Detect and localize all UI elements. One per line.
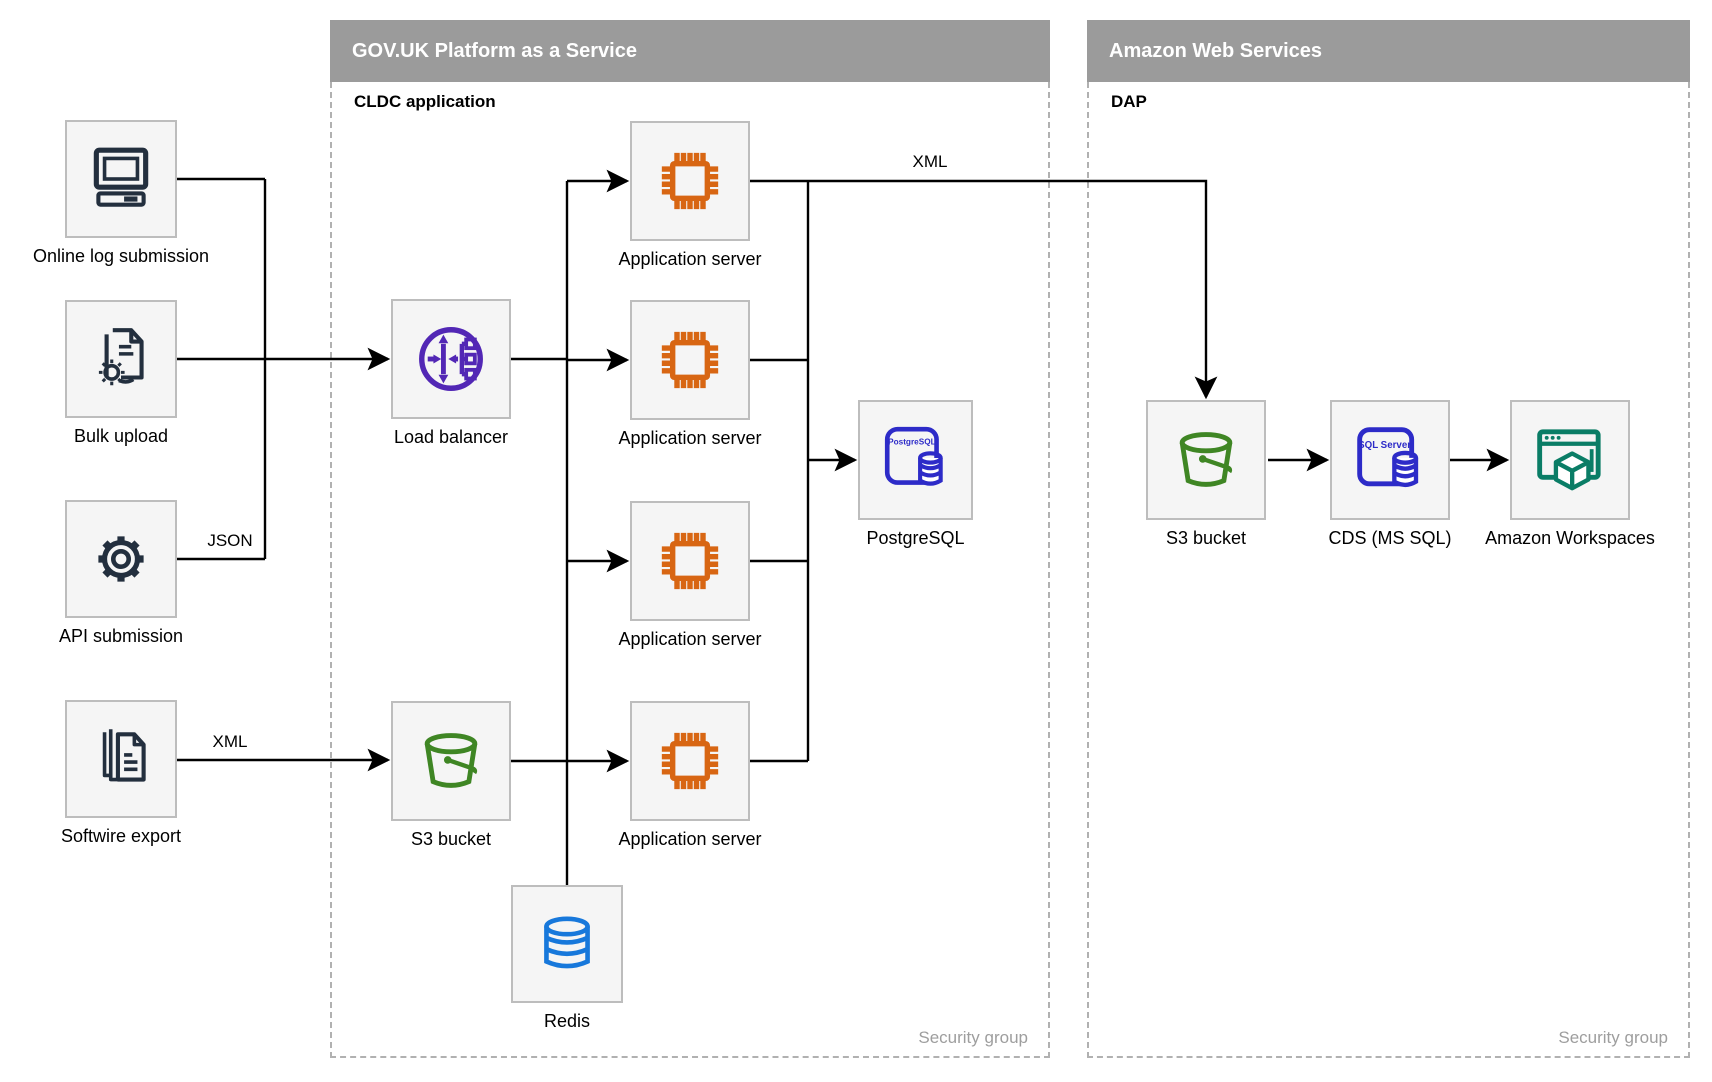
node-amazon-workspaces[interactable] bbox=[1510, 400, 1630, 520]
s3-bucket-aws-label: S3 bucket bbox=[1165, 528, 1247, 548]
app-server-2-label: Application server bbox=[618, 428, 762, 448]
node-app-server-1[interactable] bbox=[630, 121, 750, 241]
s3-bucket-icon bbox=[1167, 421, 1245, 499]
bulk-upload-label: Bulk upload bbox=[73, 426, 169, 446]
amazon-workspaces-label: Amazon Workspaces bbox=[1485, 528, 1655, 548]
online-log-submission-label: Online log submission bbox=[32, 246, 210, 266]
sql-server-icon-text: SQL Server bbox=[1358, 440, 1411, 451]
sql-server-icon: SQL Server bbox=[1351, 421, 1429, 499]
node-app-server-4[interactable] bbox=[630, 701, 750, 821]
api-submission-label: API submission bbox=[58, 626, 184, 646]
chip-icon bbox=[651, 142, 729, 220]
app-server-3-label: Application server bbox=[618, 629, 762, 649]
node-api-submission[interactable] bbox=[65, 500, 177, 618]
aws-security-group-label: Security group bbox=[1558, 1028, 1668, 1047]
govuk-paas-header-title: GOV.UK Platform as a Service bbox=[330, 20, 1050, 82]
redis-label: Redis bbox=[543, 1011, 591, 1031]
node-bulk-upload[interactable] bbox=[65, 300, 177, 418]
node-postgresql[interactable]: PostgreSQL bbox=[858, 400, 973, 520]
cds-mssql-label: CDS (MS SQL) bbox=[1328, 528, 1452, 548]
s3-bucket-icon bbox=[412, 722, 490, 800]
chip-icon bbox=[651, 522, 729, 600]
node-s3-bucket-paas[interactable] bbox=[391, 701, 511, 821]
desktop-computer-icon bbox=[84, 142, 158, 216]
govuk-paas-sublabel: CLDC application bbox=[354, 92, 496, 111]
chip-icon bbox=[651, 321, 729, 399]
edge-label-api-to-merge: JSON bbox=[207, 531, 253, 550]
node-online-log-submission[interactable] bbox=[65, 120, 177, 238]
aws-header-title: Amazon Web Services bbox=[1087, 20, 1690, 82]
edge-label-app-server-1-to-aws-s3: XML bbox=[912, 152, 948, 171]
node-s3-bucket-aws[interactable] bbox=[1146, 400, 1266, 520]
postgresql-label: PostgreSQL bbox=[866, 528, 965, 548]
postgresql-icon: PostgreSQL bbox=[879, 423, 953, 497]
node-redis[interactable] bbox=[511, 885, 623, 1003]
aws-body: DAP Security group bbox=[1087, 82, 1690, 1058]
load-balancer-label: Load balancer bbox=[393, 427, 509, 447]
node-app-server-3[interactable] bbox=[630, 501, 750, 621]
documents-stack-icon bbox=[84, 722, 158, 796]
workspaces-icon bbox=[1531, 421, 1609, 499]
softwire-export-label: Softwire export bbox=[60, 826, 182, 846]
chip-icon bbox=[651, 722, 729, 800]
gear-icon bbox=[84, 522, 158, 596]
govuk-paas-security-group-label: Security group bbox=[918, 1028, 1028, 1047]
node-load-balancer[interactable] bbox=[391, 299, 511, 419]
edge-label-softwire-to-s3-bucket: XML bbox=[212, 732, 248, 751]
s3-bucket-paas-label: S3 bucket bbox=[410, 829, 492, 849]
postgresql-icon-text: PostgreSQL bbox=[888, 438, 936, 447]
aws-sublabel: DAP bbox=[1111, 92, 1147, 111]
node-app-server-2[interactable] bbox=[630, 300, 750, 420]
node-softwire-export[interactable] bbox=[65, 700, 177, 818]
node-cds-mssql[interactable]: SQL Server bbox=[1330, 400, 1450, 520]
load-balancer-icon bbox=[412, 320, 490, 398]
app-server-1-label: Application server bbox=[618, 249, 762, 269]
redis-database-icon bbox=[530, 907, 604, 981]
app-server-4-label: Application server bbox=[618, 829, 762, 849]
document-gear-icon bbox=[84, 322, 158, 396]
